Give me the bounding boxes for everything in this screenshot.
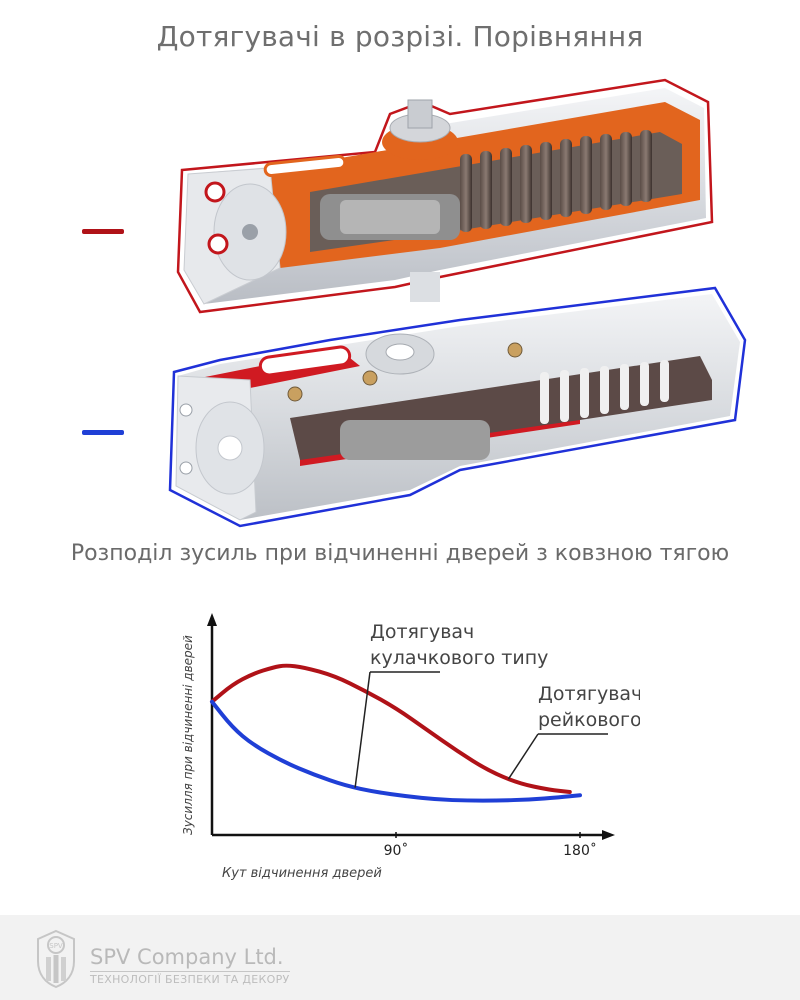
rack-closer-cutaway-image xyxy=(168,286,747,528)
legend-swatch-rack xyxy=(82,430,124,435)
x-axis-label: Кут відчинення дверей xyxy=(222,866,382,881)
annotation-cam-line-1: кулачкового типу xyxy=(370,647,548,669)
annotation-rack-line-0: Дотягувач xyxy=(538,683,640,705)
cam-closer-cutaway-image xyxy=(176,78,714,314)
company-tagline: ТЕХНОЛОГІЇ БЕЗПЕКИ ТА ДЕКОРУ xyxy=(90,971,290,986)
annotation-cam-line-0: Дотягувач xyxy=(370,621,474,643)
x-tick-label: 180˚ xyxy=(563,842,597,859)
x-tick-label: 90˚ xyxy=(384,842,409,859)
annotation-rack-line-1: рейкового типу xyxy=(538,709,640,731)
chart-subtitle: Розподіл зусиль при відчиненні дверей з … xyxy=(70,541,730,566)
chart-series xyxy=(210,663,582,803)
series-line-rack xyxy=(210,699,582,803)
footer: SPV SPV Company Ltd. ТЕХНОЛОГІЇ БЕЗПЕКИ … xyxy=(0,915,800,1000)
logo-text: SPV xyxy=(49,942,63,950)
annotation-rack-leader xyxy=(507,733,539,780)
company-name: SPV Company Ltd. xyxy=(90,945,284,969)
series-line-cam xyxy=(210,663,572,794)
y-axis-arrow xyxy=(207,613,217,626)
page-title: Дотягувачі в розрізі. Порівняння xyxy=(156,20,644,53)
spv-logo-icon: SPV xyxy=(37,929,75,989)
legend-swatch-cam xyxy=(82,229,124,234)
chart-axes: 90˚ 180˚ Кут відчинення дверей Зусилля при … xyxy=(181,613,615,881)
x-axis-arrow xyxy=(602,830,615,840)
y-axis-label: Зусилля при відчиненні дверей xyxy=(181,635,195,835)
annotation-cam-leader xyxy=(354,671,371,788)
force-distribution-chart: 90˚ 180˚ Кут відчинення дверей Зусилля при … xyxy=(181,613,640,881)
